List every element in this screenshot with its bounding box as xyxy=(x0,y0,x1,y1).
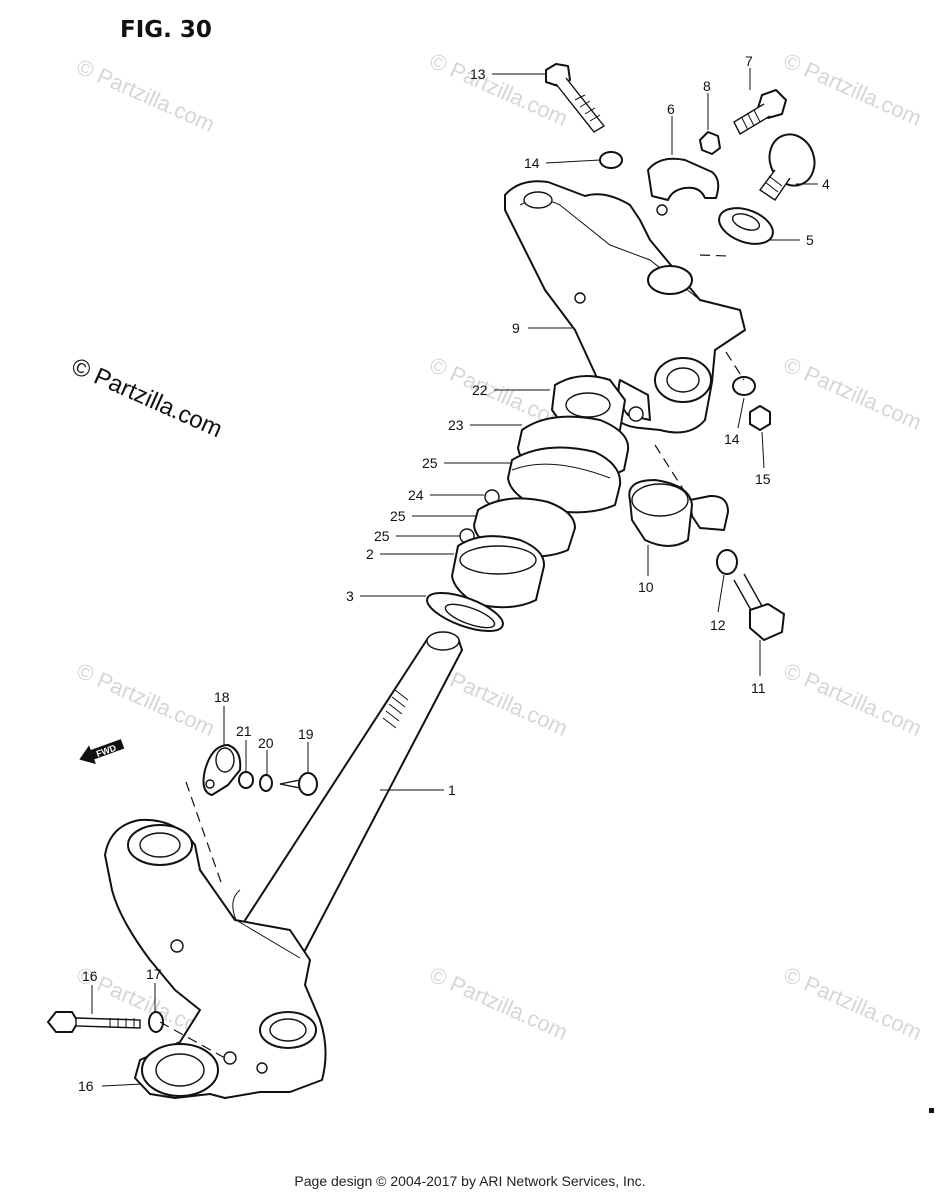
nut-15 xyxy=(749,405,771,431)
nut-8 xyxy=(699,131,721,155)
bolt-7 xyxy=(733,89,787,135)
callout-16: 16 xyxy=(78,1078,94,1094)
fwd-arrow: FWD xyxy=(79,739,125,765)
callout-9: 9 xyxy=(512,320,520,336)
washer-22 xyxy=(238,771,254,789)
watermark-dark: © Partzilla.com xyxy=(68,353,227,443)
lower-bracket xyxy=(104,818,327,1099)
callout-8: 8 xyxy=(703,78,711,94)
callout-23: 22 xyxy=(472,382,488,398)
callout-5: 5 xyxy=(806,232,814,248)
bearing-stack xyxy=(426,375,630,632)
callout-4: 4 xyxy=(822,176,830,192)
watermark: © Partzilla.com xyxy=(780,658,926,741)
watermark: © Partzilla.com xyxy=(780,962,926,1045)
callout-7: 7 xyxy=(745,53,753,69)
steering-stem xyxy=(239,631,463,961)
callout-25-lower: 25 xyxy=(374,528,390,544)
callout-labels: 13 7 8 6 14 4 5 9 22 23 25 24 25 25 2 3 … xyxy=(78,53,830,1094)
washer-12 xyxy=(716,549,738,575)
clamp-cap xyxy=(647,157,720,201)
callout-17: 16 xyxy=(82,968,98,984)
footer-copyright: Page design © 2004-2017 by ARI Network S… xyxy=(294,1173,645,1189)
callout-22: 21 xyxy=(236,723,252,739)
leader-lines xyxy=(91,68,818,1087)
clip xyxy=(689,494,729,531)
bolt-4 xyxy=(758,133,816,201)
callout-21: 20 xyxy=(258,735,274,751)
screw-20 xyxy=(279,772,318,796)
figure-title: FIG. 30 xyxy=(120,17,212,43)
callout-10: 10 xyxy=(638,579,654,595)
collar-10 xyxy=(628,479,693,547)
callout-20: 19 xyxy=(298,726,314,742)
upper-bracket xyxy=(504,180,746,434)
callout-1: 1 xyxy=(448,782,456,798)
callout-26: 25 xyxy=(390,508,406,524)
callout-14-top: 14 xyxy=(524,155,540,171)
callout-19: 18 xyxy=(214,689,230,705)
watermark: © Partzilla.com xyxy=(73,54,219,137)
callout-11: 11 xyxy=(751,680,766,696)
washer-5 xyxy=(718,207,774,245)
callout-15: 15 xyxy=(755,471,771,487)
callout-3: 3 xyxy=(346,588,354,604)
bolt-17 xyxy=(47,1011,141,1033)
watermark: © Partzilla.com xyxy=(780,352,926,435)
callout-2: 2 xyxy=(366,546,374,562)
callout-25-upper: 24 xyxy=(408,487,424,503)
callout-14-right: 14 xyxy=(724,431,740,447)
bolt-11 xyxy=(733,573,785,641)
callout-24: 23 xyxy=(448,417,464,433)
callout-27: 25 xyxy=(422,455,438,471)
bolt-13 xyxy=(545,63,606,133)
callout-13: 13 xyxy=(470,66,486,82)
fwd-label: FWD xyxy=(95,742,118,759)
watermark: © Partzilla.com xyxy=(426,962,572,1045)
watermark: © Partzilla.com xyxy=(73,658,219,741)
washer-21 xyxy=(259,774,273,792)
corner-mark xyxy=(929,1108,934,1113)
watermark: © Partzilla.com xyxy=(426,48,572,131)
callout-12: 12 xyxy=(710,617,726,633)
washer-14-right xyxy=(732,376,756,396)
washer-18 xyxy=(148,1011,164,1033)
callout-6: 6 xyxy=(667,101,675,117)
watermark: © Partzilla.com xyxy=(780,48,926,131)
callout-18: 17 xyxy=(146,966,162,982)
assembly-lines xyxy=(159,254,745,1059)
washer-14-top xyxy=(599,151,623,169)
plate-19 xyxy=(202,744,242,796)
